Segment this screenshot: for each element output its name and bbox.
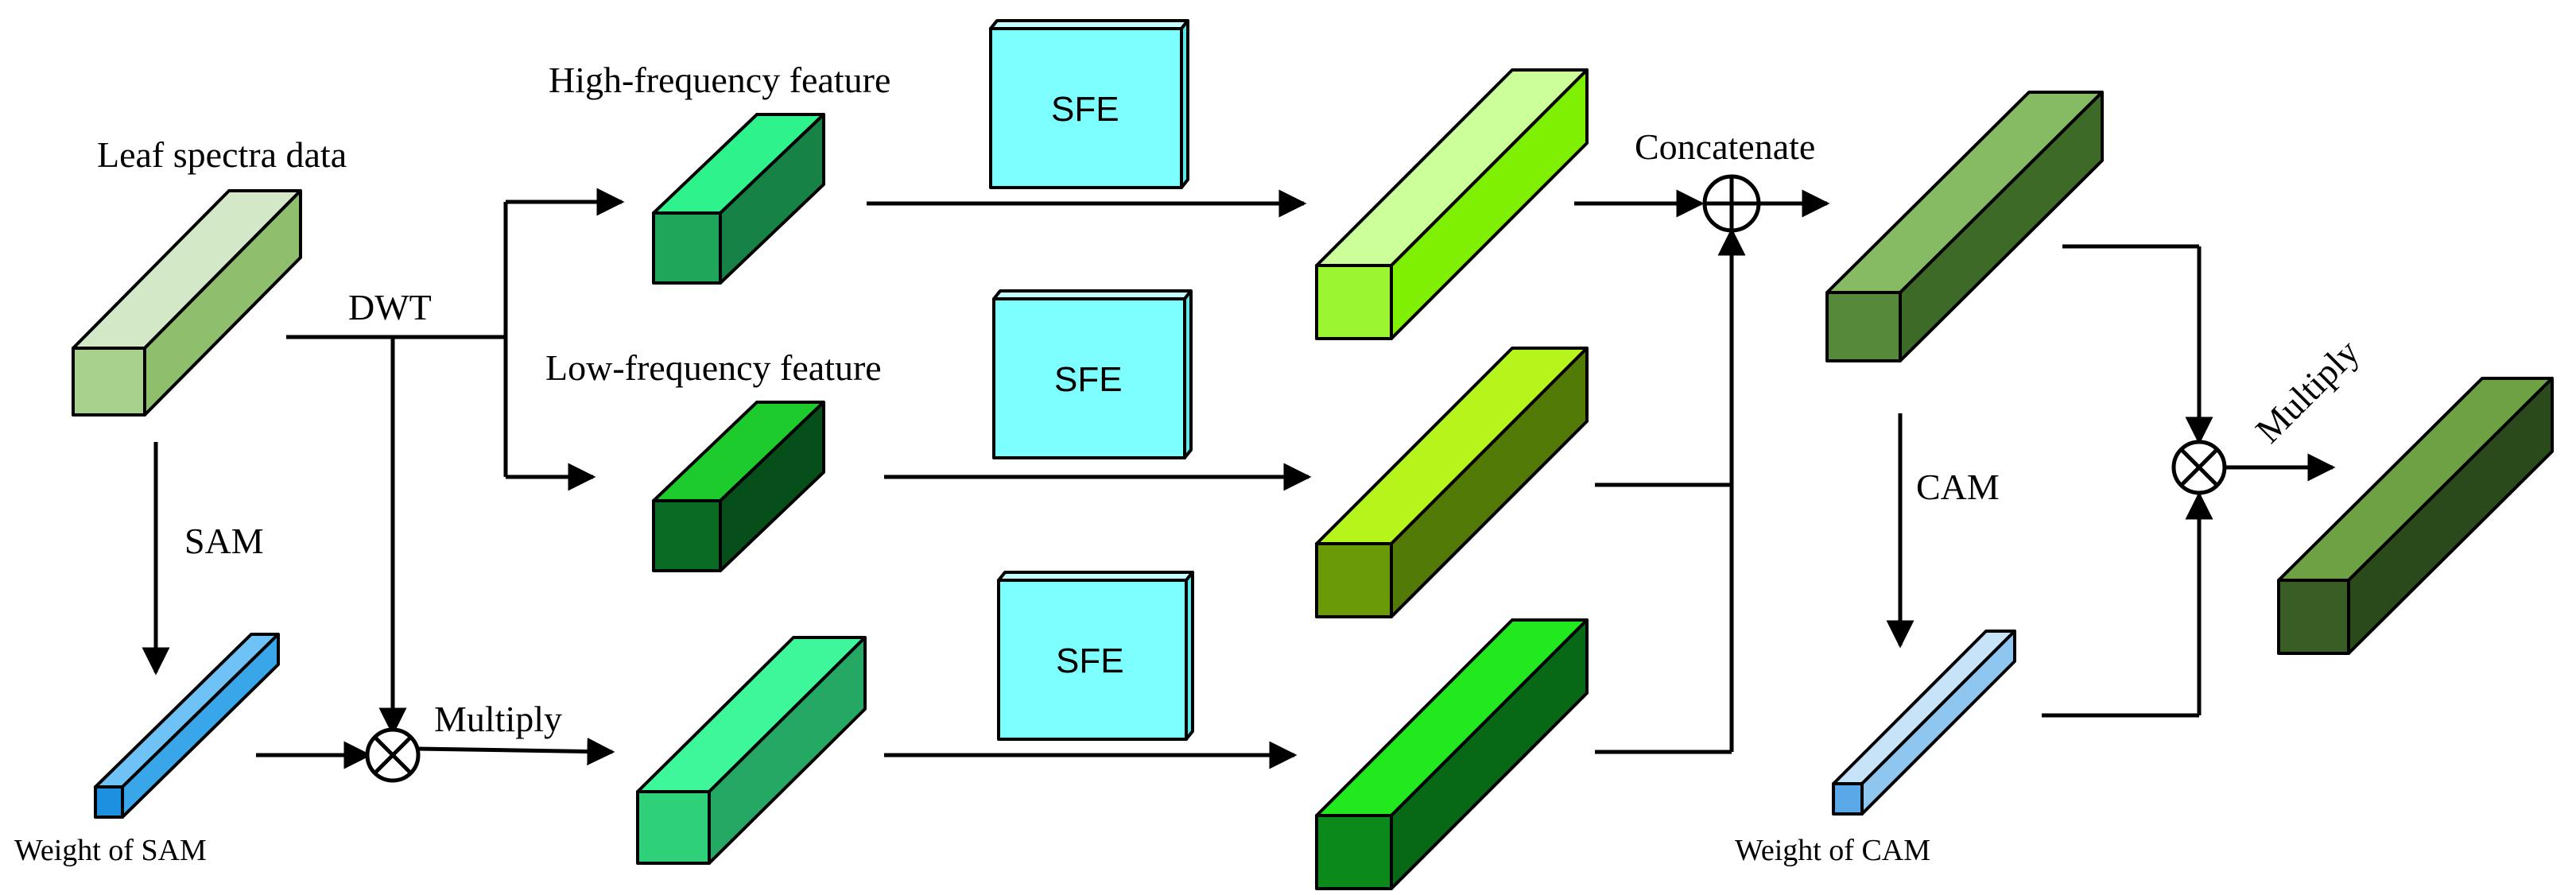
block-low-frequency [652,401,825,572]
label-input: Leaf spectra data [97,134,347,175]
block-weight-cam [1832,630,2016,816]
edge-multiply-block [417,737,615,765]
block-sfe-high-output [1315,68,1589,340]
multiply-operator-2 [2171,440,2227,495]
label-sam: SAM [184,521,264,561]
block-leaf-spectra [72,189,302,417]
box-sfe-2 [992,289,1193,459]
block-concatenated [1825,91,2104,362]
label-multiply-1: Multiply [434,699,562,739]
box-sfe-1 [989,19,1189,189]
label-dwt: DWT [348,287,432,327]
connections [142,188,2336,769]
label-weight-sam: Weight of SAM [14,834,207,867]
sfe-label-2: SFE [1054,360,1123,399]
block-sam-weighted [636,636,867,865]
block-final-output [2277,377,2554,655]
block-weight-sam [94,633,280,819]
block-sfe-sam-output [1315,618,1589,890]
block-sfe-low-output [1315,347,1589,618]
block-high-frequency [652,113,825,285]
label-cam: CAM [1916,467,2000,507]
sfe-label-3: SFE [1056,641,1124,680]
label-multiply-2: Multiply [2248,331,2367,451]
label-concatenate: Concatenate [1635,126,1815,167]
label-high-frequency: High-frequency feature [549,60,890,100]
box-sfe-3 [997,571,1194,741]
sfe-label-1: SFE [1051,90,1119,129]
concat-operator [1702,174,1761,233]
label-weight-cam: Weight of CAM [1735,834,1930,867]
multiply-operator-1 [365,727,421,783]
label-low-frequency: Low-frequency feature [545,347,882,388]
